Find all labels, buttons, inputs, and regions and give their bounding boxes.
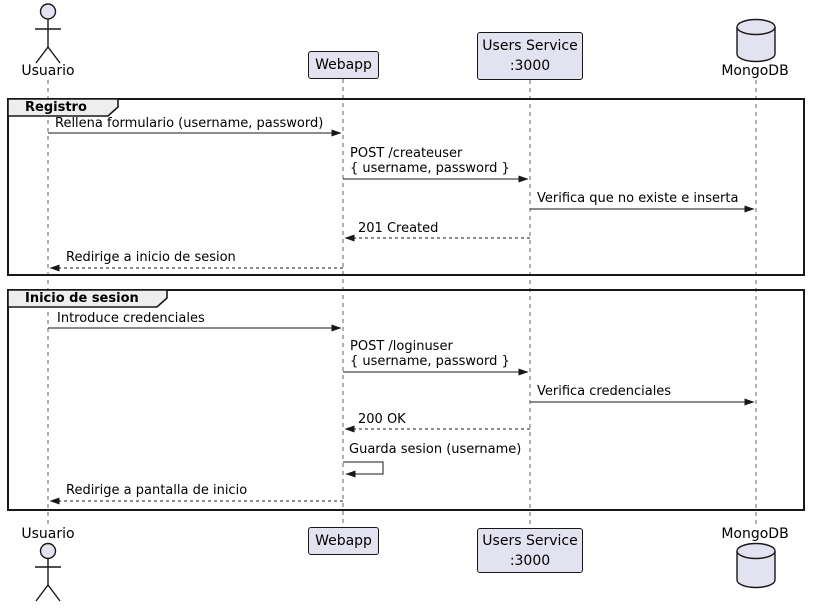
participant-label-mongodb-bottom: MongoDB — [721, 526, 789, 542]
message-label: Verifica credenciales — [537, 384, 672, 399]
message-label: POST /loginuser { username, password } — [350, 339, 510, 369]
actor-head — [39, 3, 57, 20]
message-label-line2: { username, password } — [350, 161, 510, 176]
participant-label-users-service-port: :3000 — [509, 58, 551, 74]
frame-registro — [7, 98, 805, 276]
actor-usuario-bottom — [35, 542, 61, 602]
frame-registro-tab — [7, 98, 119, 117]
message-label: 200 OK — [358, 412, 406, 427]
database-mongodb-top — [736, 18, 776, 63]
message-label-line1: POST /createuser — [350, 146, 463, 161]
participant-label-users-service: Users Service — [482, 532, 578, 549]
actor-head — [39, 542, 57, 560]
message-label: Redirige a pantalla de inicio — [66, 483, 248, 498]
message-label: Rellena formulario (username, password) — [55, 116, 324, 131]
message-label: 201 Created — [358, 221, 439, 236]
participant-label-webapp: Webapp — [315, 57, 372, 73]
frame-inicio-de-sesion — [7, 289, 805, 511]
message-label: POST /createuser { username, password } — [350, 146, 510, 176]
participant-label-users-service: Users Service — [482, 38, 578, 54]
message-label-line2: { username, password } — [350, 354, 510, 369]
message-label: Introduce credenciales — [57, 311, 205, 326]
participant-box-webapp-bottom: Webapp — [308, 527, 379, 555]
participant-box-webapp-top: Webapp — [308, 51, 379, 79]
frame-inicio-tab — [7, 289, 168, 308]
actor-usuario-top — [35, 3, 61, 64]
database-mongodb-bottom — [736, 542, 776, 589]
lifelines — [47, 79, 757, 528]
participant-label-usuario-bottom: Usuario — [21, 526, 75, 542]
participant-label-webapp: Webapp — [315, 533, 372, 549]
arrow-guarda-sesion-self — [343, 461, 384, 478]
participant-box-users-service-top: Users Service :3000 — [477, 32, 583, 80]
message-label: Redirige a inicio de sesion — [66, 250, 236, 265]
participant-box-users-service-bottom: Users Service :3000 — [477, 528, 583, 573]
message-label: Guarda sesion (username) — [349, 442, 522, 457]
message-label: Verifica que no existe e inserta — [537, 191, 739, 206]
frame-label-registro: Registro — [25, 100, 87, 115]
participant-label-users-service-port: :3000 — [509, 552, 551, 569]
participant-label-mongodb-top: MongoDB — [721, 63, 789, 79]
frame-label-inicio-de-sesion: Inicio de sesion — [25, 291, 139, 306]
message-label-line1: POST /loginuser — [350, 339, 453, 354]
participant-label-usuario-top: Usuario — [21, 63, 75, 79]
